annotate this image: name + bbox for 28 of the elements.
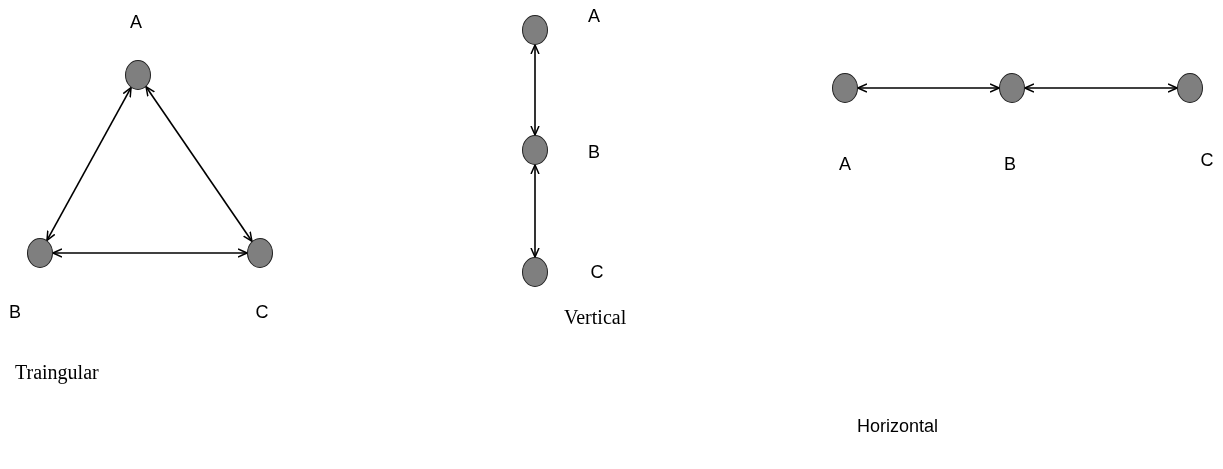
double-arrow	[530, 164, 540, 258]
node-circle	[522, 15, 548, 45]
node-label: C	[590, 261, 604, 283]
node-label: B	[1004, 153, 1016, 175]
node-label: C	[1200, 149, 1214, 171]
node-label: B	[9, 301, 21, 323]
diagram-caption: Traingular	[15, 361, 99, 384]
diagram-caption: Horizontal	[857, 416, 939, 437]
node-circle	[27, 238, 53, 268]
double-arrow	[52, 248, 248, 258]
node-label: A	[130, 11, 142, 33]
node-circle	[247, 238, 273, 268]
double-arrow	[530, 44, 540, 136]
node-label: A	[839, 153, 851, 175]
double-arrow	[857, 83, 1000, 93]
node-circle	[832, 73, 858, 103]
double-arrow	[145, 85, 253, 243]
node-circle	[522, 257, 548, 287]
node-circle	[522, 135, 548, 165]
diagram-caption: Vertical	[564, 306, 627, 329]
node-circle	[125, 60, 151, 90]
node-label: B	[588, 141, 600, 163]
node-circle	[999, 73, 1025, 103]
double-arrow	[46, 86, 132, 242]
node-circle	[1177, 73, 1203, 103]
node-label: C	[255, 301, 269, 323]
node-label: A	[588, 5, 600, 27]
double-arrow	[1024, 83, 1178, 93]
